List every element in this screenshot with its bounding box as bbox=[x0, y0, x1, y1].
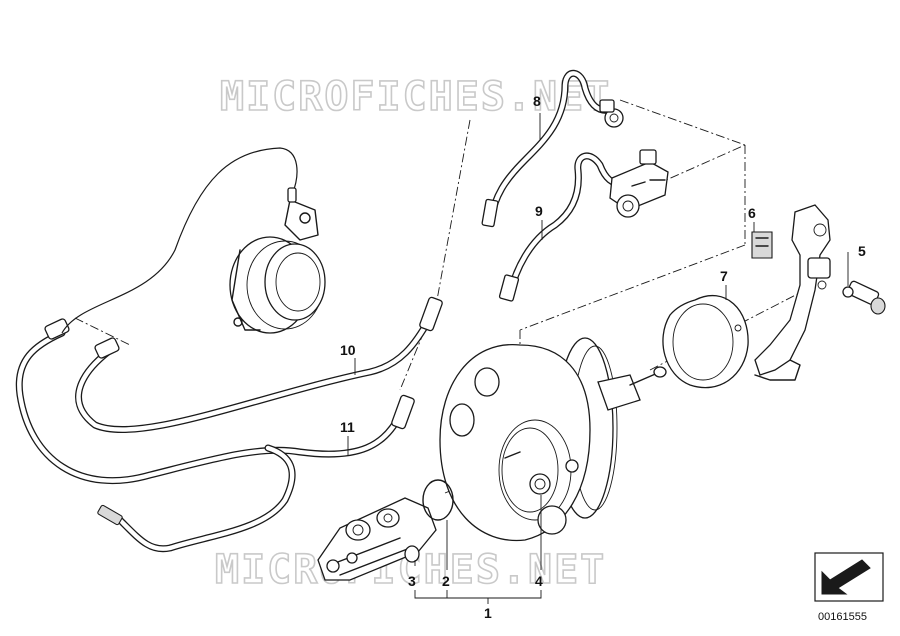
callout-6: 6 bbox=[748, 205, 756, 221]
clip-6 bbox=[751, 231, 773, 259]
vacuum-pump-wire bbox=[61, 147, 298, 334]
vacuum-hose-9 bbox=[498, 152, 629, 302]
callout-7: 7 bbox=[720, 268, 728, 284]
tube-fittings-left bbox=[44, 296, 443, 526]
callout-4: 4 bbox=[535, 573, 543, 589]
callout-11: 11 bbox=[340, 419, 355, 435]
watermark-top: MICROFICHES.NET bbox=[220, 74, 611, 120]
vacuum-pump bbox=[229, 187, 326, 334]
callout-5: 5 bbox=[858, 243, 866, 259]
callout-8: 8 bbox=[533, 93, 541, 109]
pedal-bracket bbox=[754, 204, 831, 381]
callout-1: 1 bbox=[484, 605, 492, 621]
callout-3: 3 bbox=[408, 573, 416, 589]
gasket-7 bbox=[662, 294, 749, 389]
brake-line-11 bbox=[15, 329, 404, 553]
vacuum-hose-8 bbox=[481, 69, 624, 228]
leader-lines bbox=[347, 113, 849, 604]
document-number: 00161555 bbox=[818, 611, 867, 623]
callout-9: 9 bbox=[535, 203, 543, 219]
callout-10: 10 bbox=[340, 342, 356, 358]
master-cylinder bbox=[317, 497, 437, 581]
switch-5 bbox=[842, 280, 886, 315]
check-valve-assembly bbox=[609, 149, 669, 218]
direction-marker bbox=[814, 552, 884, 602]
brake-line-10 bbox=[75, 314, 434, 434]
o-ring-2 bbox=[422, 479, 454, 521]
direction-arrow-icon bbox=[821, 559, 871, 595]
brake-booster bbox=[439, 337, 667, 542]
callout-2: 2 bbox=[442, 573, 450, 589]
